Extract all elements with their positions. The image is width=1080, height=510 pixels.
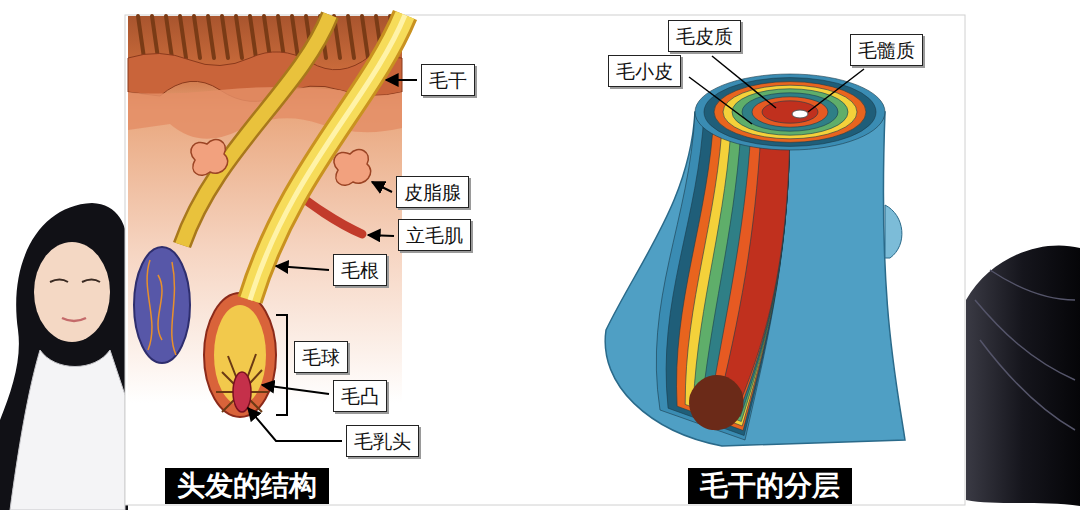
label-box: 毛凸: [333, 380, 387, 412]
surface-hair: [222, 16, 228, 58]
leader-line: [248, 80, 417, 441]
nerve-fibers: [147, 260, 176, 355]
hair-flourish: [975, 270, 1075, 430]
caption-bar: 头发的结构: [165, 468, 329, 504]
surface-hair: [194, 16, 200, 58]
label-text: 毛小皮: [616, 59, 673, 83]
layer-ring: [695, 74, 885, 150]
sebaceous-gland: [334, 149, 371, 185]
dermal-papilla: [233, 372, 251, 412]
hair-shaft: [250, 15, 405, 300]
leader-line: [248, 408, 342, 441]
label-box: 毛根: [333, 254, 387, 286]
bracket: [276, 315, 287, 415]
follicle-sheath: [204, 293, 276, 417]
label-text: 毛凸: [341, 384, 379, 408]
cuticle-body: [605, 112, 905, 446]
label-box: 毛乳头: [346, 425, 419, 457]
layer-ring: [752, 97, 828, 127]
cuticle-collar: [885, 205, 902, 258]
label-box: 毛小皮: [608, 55, 681, 87]
hair-flourish: [966, 245, 1080, 506]
hair-shaft: [182, 15, 330, 245]
layer-stripe: [656, 112, 790, 440]
leader-line: [689, 56, 864, 124]
leader-line: [712, 56, 776, 108]
surface-hair: [264, 16, 270, 58]
caption-text: 头发的结构: [177, 469, 317, 503]
surface-hair: [138, 16, 396, 58]
hair-bulb: [134, 247, 190, 363]
sebaceous-gland: [191, 139, 228, 175]
medulla: [792, 110, 808, 118]
hair-structure-illustration: [128, 15, 417, 446]
leader-line: [689, 77, 752, 124]
caption-text: 毛干的分层: [700, 469, 840, 503]
label-text: 立毛肌: [406, 223, 463, 247]
leader-line: [386, 79, 417, 81]
layer-stripe: [677, 112, 790, 431]
surface-hair: [362, 16, 368, 58]
surface-hair: [180, 16, 186, 58]
surface-hair: [152, 16, 158, 58]
label-text: 毛皮质: [676, 24, 733, 48]
hair-shaft: [250, 15, 405, 300]
layer-ring: [695, 74, 885, 150]
label-box: 毛干: [421, 64, 475, 96]
hair-shaft: [182, 15, 330, 245]
leader-line: [808, 69, 864, 112]
surface-hair: [292, 16, 298, 58]
layer-stripe: [693, 112, 790, 422]
caption-bar: 毛干的分层: [688, 468, 852, 504]
woman-figure: [0, 203, 128, 510]
figure-panel: [125, 15, 965, 505]
surface-hair: [138, 16, 144, 58]
leader-line: [372, 182, 392, 192]
layer-ring: [732, 89, 848, 135]
layer-stripe: [720, 112, 790, 407]
hair-shaft-layers-illustration: [605, 56, 905, 446]
label-text: 毛球: [302, 345, 340, 369]
woman-figure: [50, 280, 100, 283]
surface-hair: [236, 16, 242, 58]
layer-stripe: [702, 112, 790, 417]
label-text: 毛乳头: [354, 429, 411, 453]
leader-line: [262, 385, 329, 394]
label-text: 毛干: [429, 68, 467, 92]
label-text: 毛髓质: [858, 38, 915, 62]
layer-stripe: [656, 112, 790, 440]
layer-stripe: [711, 112, 790, 412]
hair-shaft: [250, 15, 405, 300]
label-box: 毛皮质: [668, 20, 741, 52]
woman-figure: [0, 203, 128, 510]
layer-ring: [723, 85, 857, 139]
layer-stripe: [685, 112, 790, 426]
label-box: 皮脂腺: [396, 176, 469, 208]
woman-figure: [10, 350, 125, 510]
layer-stripe: [666, 112, 790, 436]
label-box: 毛球: [294, 341, 348, 373]
label-text: 毛根: [341, 258, 379, 282]
layer-ring: [742, 93, 838, 131]
leader-line: [276, 266, 329, 270]
surface-hair: [348, 16, 354, 58]
label-box: 立毛肌: [398, 219, 471, 251]
label-text: 皮脂腺: [404, 180, 461, 204]
woman-figure: [34, 242, 110, 342]
layer-ring: [704, 78, 876, 147]
hair-flourish: [966, 245, 1080, 506]
root-end: [689, 375, 743, 430]
leader-line: [368, 235, 394, 236]
woman-figure: [62, 318, 86, 321]
surface-hair: [250, 16, 256, 58]
surface-hair: [166, 16, 172, 58]
surface-hair: [208, 16, 214, 58]
melanocytes: [216, 354, 268, 412]
label-box: 毛髓质: [850, 34, 923, 66]
